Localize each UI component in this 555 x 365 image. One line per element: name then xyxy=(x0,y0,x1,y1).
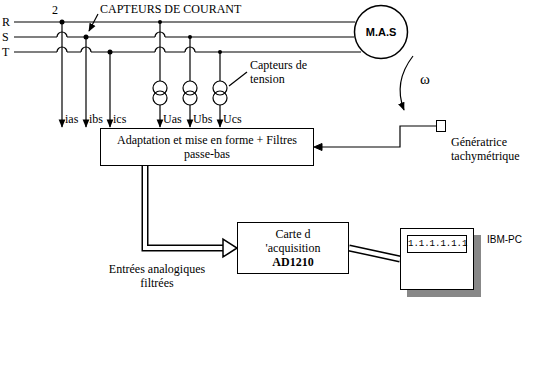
signal-name: ias xyxy=(65,112,78,126)
signal-name: ibs xyxy=(89,112,103,126)
rotation-arrow xyxy=(400,56,413,110)
leader-line xyxy=(89,14,98,31)
phase-line xyxy=(14,51,361,52)
sensor-dot xyxy=(84,35,89,40)
process-box: Adaptation et mise en forme + Filtres pa… xyxy=(100,128,314,166)
voltage-tap-wire xyxy=(189,37,190,81)
motor-circle: M.A.S xyxy=(353,4,409,60)
node-label: Adaptation et mise en forme + Filtres pa… xyxy=(109,133,305,161)
node-label: AD1210 xyxy=(272,255,313,269)
voltage-sensor-wire xyxy=(159,105,160,127)
computer-box: 1.1.1.1.1.1IBM-PC xyxy=(400,228,474,290)
bus-inner xyxy=(349,248,400,259)
phase-name: T xyxy=(2,45,9,59)
arrowhead xyxy=(314,144,322,151)
signal-name: ics xyxy=(113,112,126,126)
bus-outline xyxy=(349,248,400,259)
wire-hop xyxy=(185,47,195,52)
signal-name: Ubs xyxy=(193,112,212,126)
transformer-coil xyxy=(153,91,167,105)
bus-inner xyxy=(145,166,224,248)
voltage-tap-wire xyxy=(219,52,220,81)
wire-hop xyxy=(57,47,67,52)
signal-arrow xyxy=(314,126,436,151)
signal-line xyxy=(321,126,436,147)
wire-hop xyxy=(57,32,67,37)
current-sensor-wire xyxy=(85,37,86,127)
sensor-dot xyxy=(108,50,113,55)
sensor-dot xyxy=(188,35,192,39)
bus-outline xyxy=(145,166,224,248)
voltage-sensor-wire xyxy=(189,105,190,127)
tachometer-generator: Génératrice tachymétrique xyxy=(436,120,446,132)
sensor-group-label: Capteurs de tension xyxy=(250,58,322,86)
node-label: M.A.S xyxy=(366,25,397,39)
data-bus-arrow xyxy=(145,166,237,257)
arrowhead xyxy=(223,239,237,257)
motor-circle xyxy=(355,6,408,59)
phase-line xyxy=(14,21,355,22)
phase-name: R xyxy=(2,15,10,29)
speed-symbol: ω xyxy=(420,72,430,86)
data-bus-arrow xyxy=(349,248,400,259)
voltage-sensor-wire xyxy=(219,105,220,127)
node-label: Carte d 'acquisition xyxy=(251,227,335,255)
voltage-tap-wire xyxy=(159,22,160,81)
wire-hop xyxy=(155,32,165,37)
bus-label: Entrées analogiques filtrées xyxy=(92,262,222,290)
acquisition-card-box: Carte d 'acquisitionAD1210 xyxy=(237,222,349,274)
current-sensor-wire xyxy=(109,52,110,127)
leader-line xyxy=(229,72,247,86)
sensor-dot xyxy=(218,50,222,54)
phase-name: S xyxy=(2,30,9,44)
sensor-group-label: CAPTEURS DE COURANT xyxy=(100,2,241,16)
sensor-dot xyxy=(60,20,65,25)
callout-number: 2 xyxy=(52,3,58,17)
sensor-dot xyxy=(158,20,162,24)
phase-line xyxy=(14,36,354,37)
transformer-coil xyxy=(213,91,227,105)
current-sensor-wire xyxy=(61,22,62,127)
display-text: 1.1.1.1.1.1 xyxy=(407,235,467,253)
wire-hop xyxy=(81,47,91,52)
signal-name: Uas xyxy=(163,112,182,126)
signal-name: Ucs xyxy=(223,112,242,126)
node-label: Génératrice tachymétrique xyxy=(451,135,537,163)
node-label: IBM-PC xyxy=(487,233,522,247)
wire-hop xyxy=(155,47,165,52)
transformer-coil xyxy=(183,91,197,105)
